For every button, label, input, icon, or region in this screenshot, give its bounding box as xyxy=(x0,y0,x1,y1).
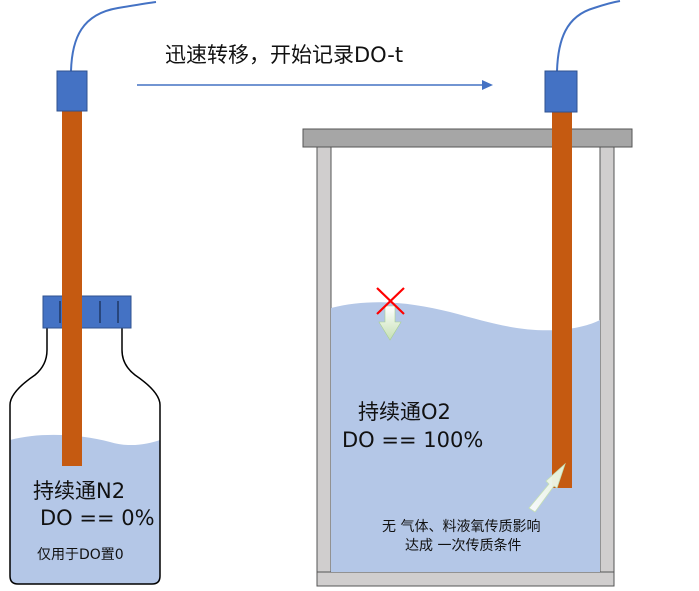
probe-body xyxy=(552,110,572,488)
no-gas-transfer-marker xyxy=(376,287,405,341)
cross-icon xyxy=(376,287,405,315)
bottle-gas-label: 持续通N2 xyxy=(33,479,126,503)
bottle-do-label: DO == 0% xyxy=(40,506,155,530)
probe-body xyxy=(62,110,82,466)
down-arrow-icon xyxy=(378,305,402,341)
right-do-probe xyxy=(544,0,621,488)
tank-gas-label: 持续通O2 xyxy=(358,400,451,424)
probe-head xyxy=(544,70,578,113)
tank-note-line2: 达成 一次传质条件 xyxy=(405,538,522,554)
pointer-arrow-icon xyxy=(528,462,566,513)
tank-do-label: DO == 100% xyxy=(342,428,484,452)
bottle-cap xyxy=(42,295,132,329)
tank-wall-right xyxy=(599,145,615,585)
tank-wall-left xyxy=(316,145,332,585)
bottle-purpose-label: 仅用于DO置0 xyxy=(37,547,124,563)
n2-bottle xyxy=(9,295,161,585)
probe-cable xyxy=(556,0,621,72)
transfer-label: 迅速转移，开始记录DO-t xyxy=(165,43,404,67)
o2-tank xyxy=(302,128,633,587)
tank-lid xyxy=(302,128,633,148)
bottle-liquid xyxy=(10,434,160,584)
left-do-probe xyxy=(56,1,157,466)
tank-note-line1: 无 气体、料液氧传质影响 xyxy=(382,519,541,535)
bottle-outline xyxy=(9,328,161,585)
tank-wall-bottom xyxy=(316,571,615,587)
probe-head xyxy=(56,70,88,112)
probe-cable xyxy=(70,1,157,72)
transfer-arrow xyxy=(137,80,493,90)
